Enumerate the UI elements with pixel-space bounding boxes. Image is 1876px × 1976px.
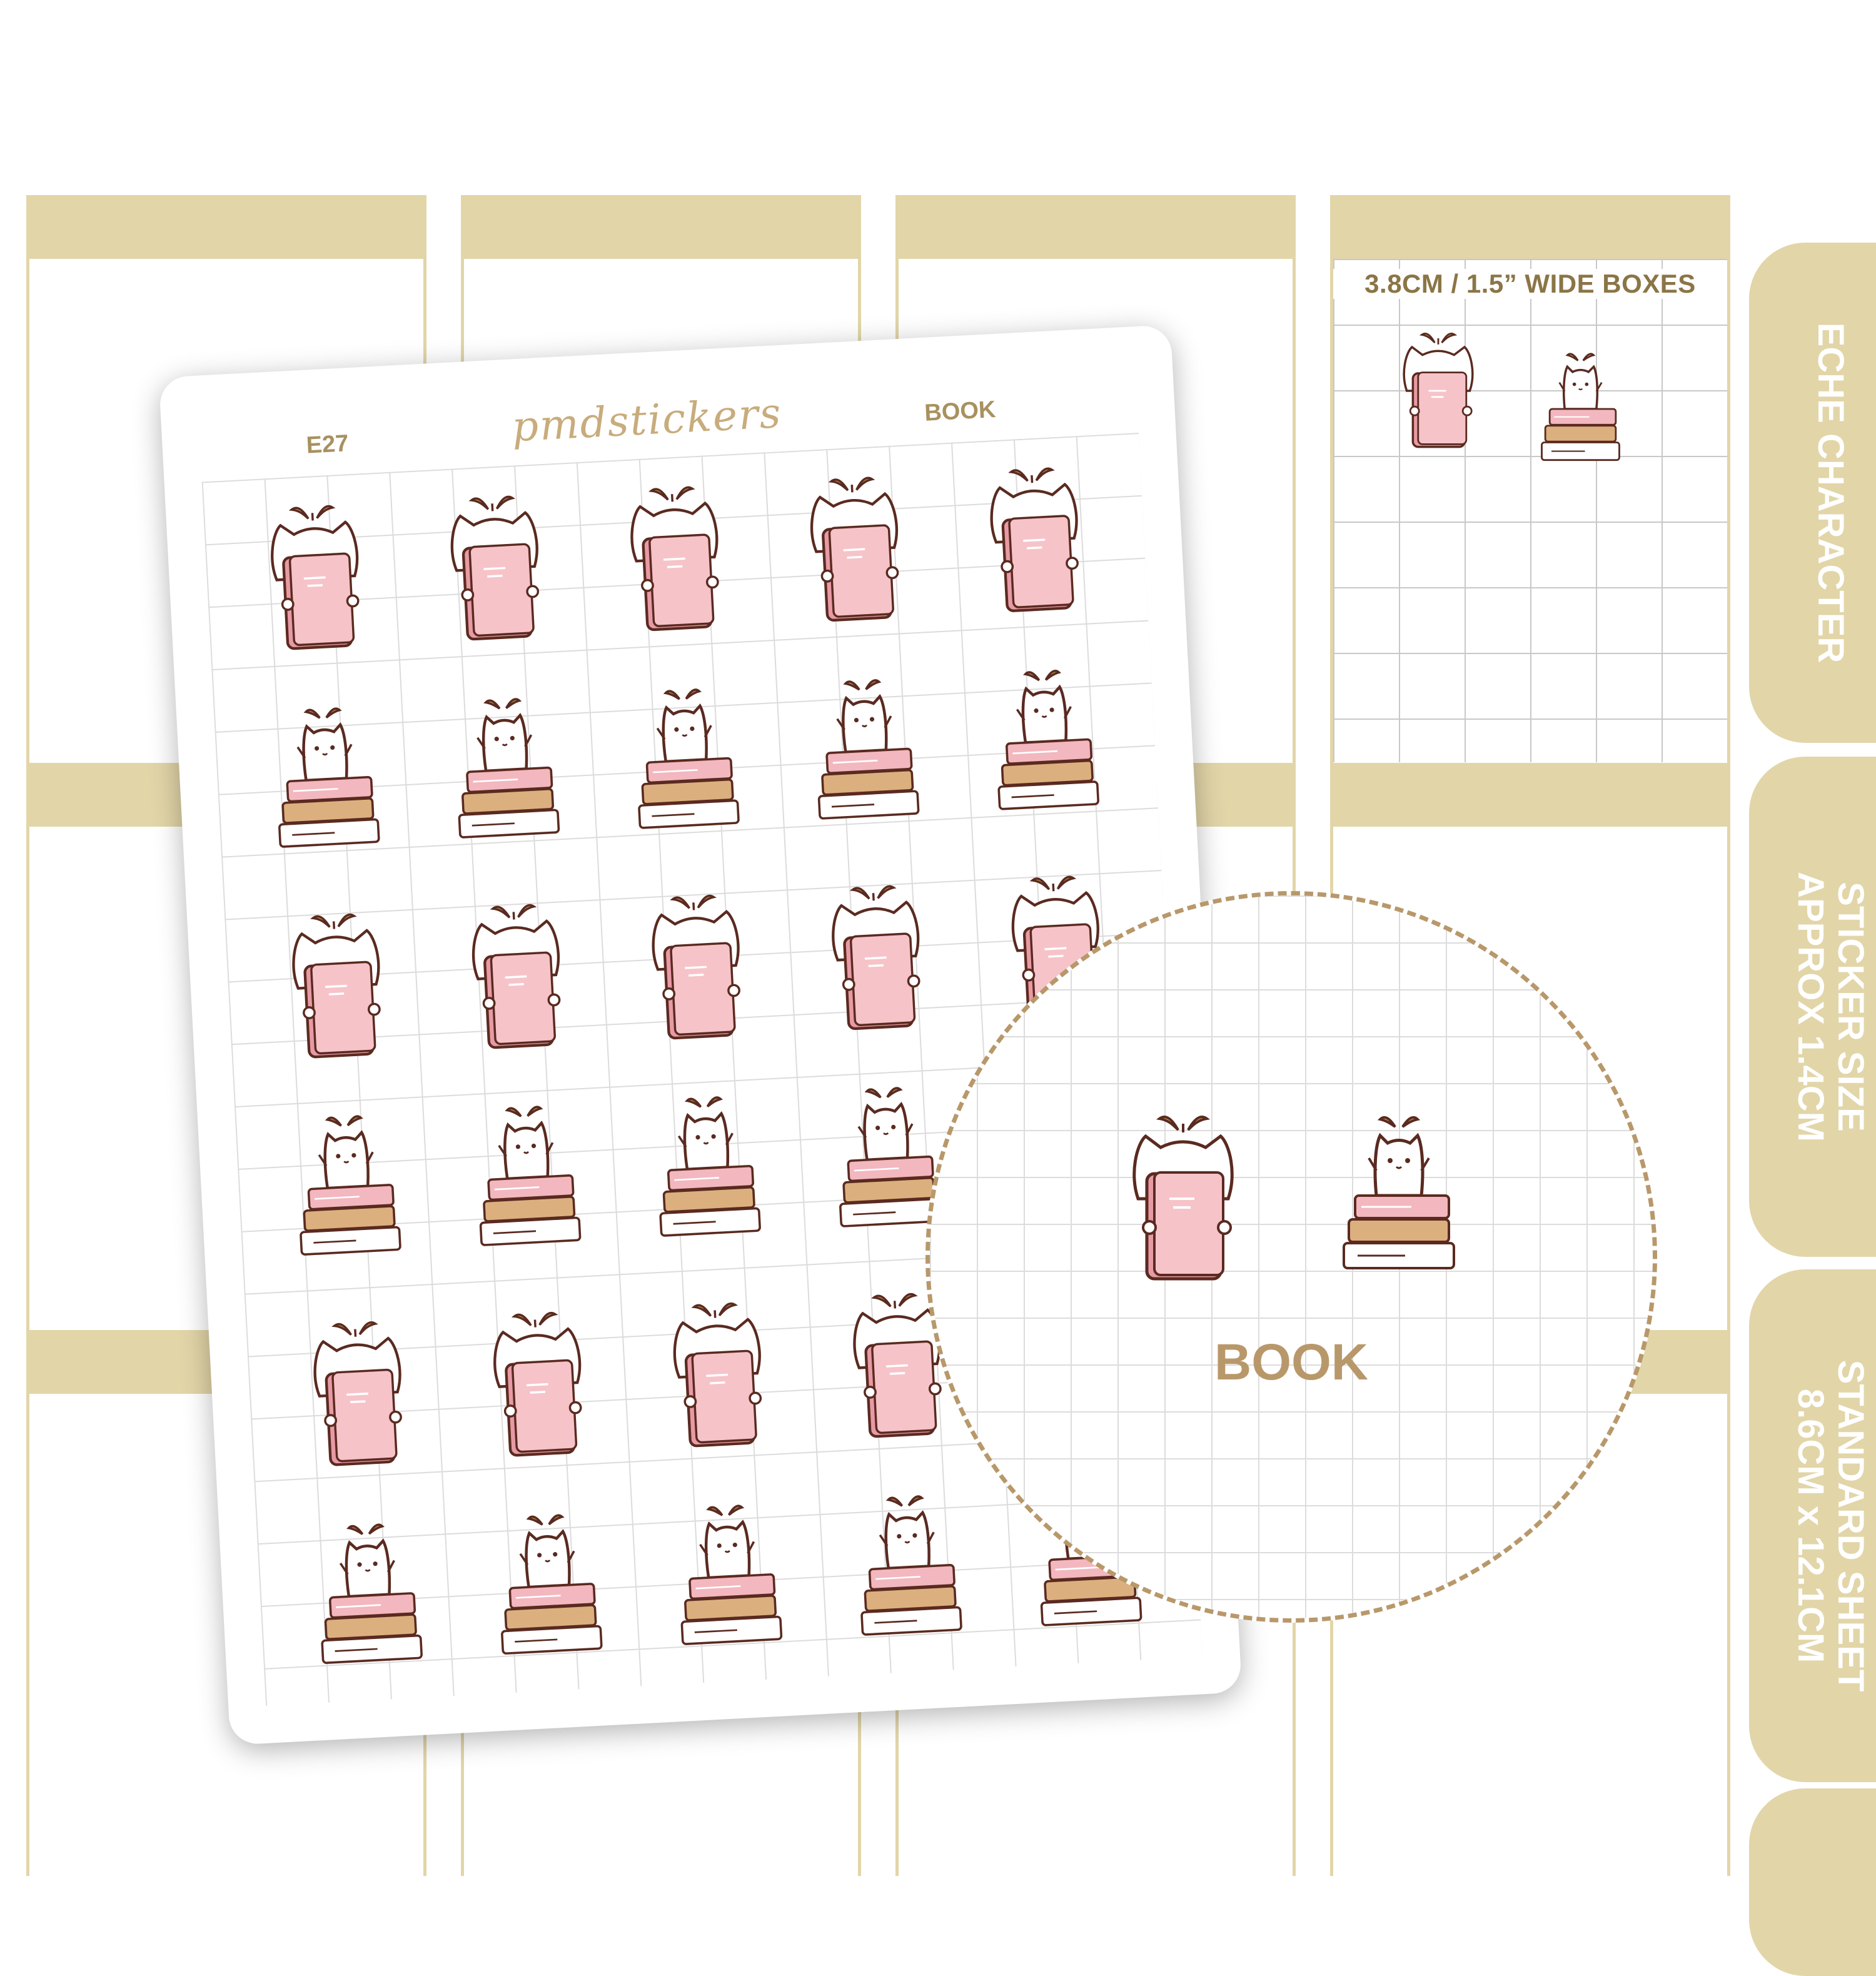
sheet-code: E27: [305, 430, 350, 459]
zoom-detail-circle: BOOK: [925, 891, 1657, 1623]
cat-on-books-sticker: [231, 675, 422, 889]
cat-holding-book-sticker: [443, 1278, 634, 1491]
side-tab-sticker-size: STICKER SIZE APPROX 1.4CM: [1749, 757, 1876, 1257]
cat-holding-book-sticker: [940, 434, 1131, 647]
cat-holding-book-sticker: [400, 462, 591, 675]
planner-divider-band: [1330, 763, 1730, 827]
side-tab-sheet-size: STANDARD SHEET 8.6CM x 12.1CM: [1749, 1269, 1876, 1782]
cat-holding-book-sticker: [221, 471, 411, 685]
side-tab-character-text: ECHE CHARACTER: [1810, 322, 1851, 663]
preview-box-label: 3.8CM / 1.5” WIDE BOXES: [1333, 269, 1727, 299]
cat-on-books-sticker-zoom: [1330, 1108, 1468, 1289]
cat-on-books-sticker: [411, 666, 602, 879]
cat-holding-book-sticker: [1403, 332, 1474, 448]
cat-holding-book-sticker: [421, 870, 612, 1083]
cat-on-books-sticker: [1540, 353, 1621, 461]
cat-holding-book-sticker: [602, 860, 792, 1074]
cat-holding-book-sticker: [263, 1288, 454, 1501]
side-tab-sticker-size-text: STICKER SIZE APPROX 1.4CM: [1790, 872, 1871, 1142]
cat-on-books-sticker: [951, 638, 1141, 851]
cat-on-books-sticker: [770, 647, 961, 860]
planner-header-band: [895, 195, 1296, 259]
cat-holding-book-sticker: [580, 453, 771, 666]
cat-on-books-sticker: [633, 1473, 824, 1686]
preview-grid: [1333, 259, 1727, 762]
sheet-title: BOOK: [924, 396, 997, 426]
cat-on-books-sticker: [274, 1491, 465, 1705]
cat-holding-book-sticker: [760, 443, 951, 657]
cat-on-books-sticker: [253, 1084, 443, 1297]
cat-holding-book-sticker: [623, 1269, 814, 1482]
cat-on-books-sticker: [612, 1064, 803, 1278]
cat-holding-book-sticker-zoom: [1121, 1105, 1246, 1293]
zoom-grid: [930, 895, 1653, 1618]
side-tab-extra: [1749, 1788, 1876, 1976]
zoom-label: BOOK: [1214, 1334, 1368, 1391]
side-tab-sheet-size-text: STANDARD SHEET 8.6CM x 12.1CM: [1790, 1359, 1871, 1692]
planner-header-band: [1330, 195, 1730, 259]
cat-on-books-sticker: [591, 657, 782, 870]
cat-on-books-sticker: [454, 1482, 645, 1695]
planner-header-band: [461, 195, 861, 259]
cat-on-books-sticker: [432, 1074, 623, 1287]
planner-header-band: [26, 195, 426, 259]
side-tab-character: ECHE CHARACTER: [1749, 243, 1876, 743]
sheet-brand-logo: pmdstickers: [510, 388, 784, 451]
cat-holding-book-sticker: [242, 879, 433, 1092]
